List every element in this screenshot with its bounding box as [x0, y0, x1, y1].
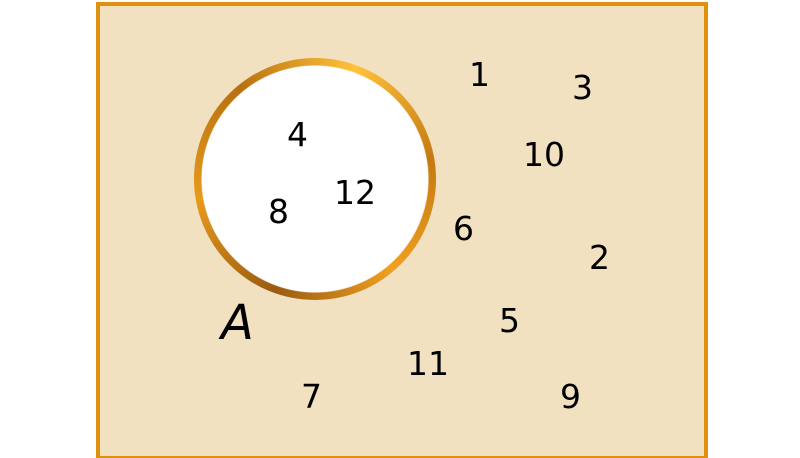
element-6: 6: [453, 209, 474, 248]
element-3: 3: [572, 68, 593, 107]
set-a-circle: [194, 58, 436, 300]
element-5: 5: [499, 301, 520, 340]
element-9: 9: [560, 377, 581, 416]
element-7: 7: [301, 377, 322, 416]
element-8: 8: [268, 192, 289, 231]
set-a-label: A: [221, 295, 254, 351]
element-4: 4: [287, 115, 308, 154]
element-11: 11: [407, 344, 449, 383]
element-10: 10: [523, 135, 565, 174]
element-1: 1: [469, 55, 490, 94]
element-12: 12: [334, 173, 376, 212]
element-2: 2: [589, 238, 610, 277]
